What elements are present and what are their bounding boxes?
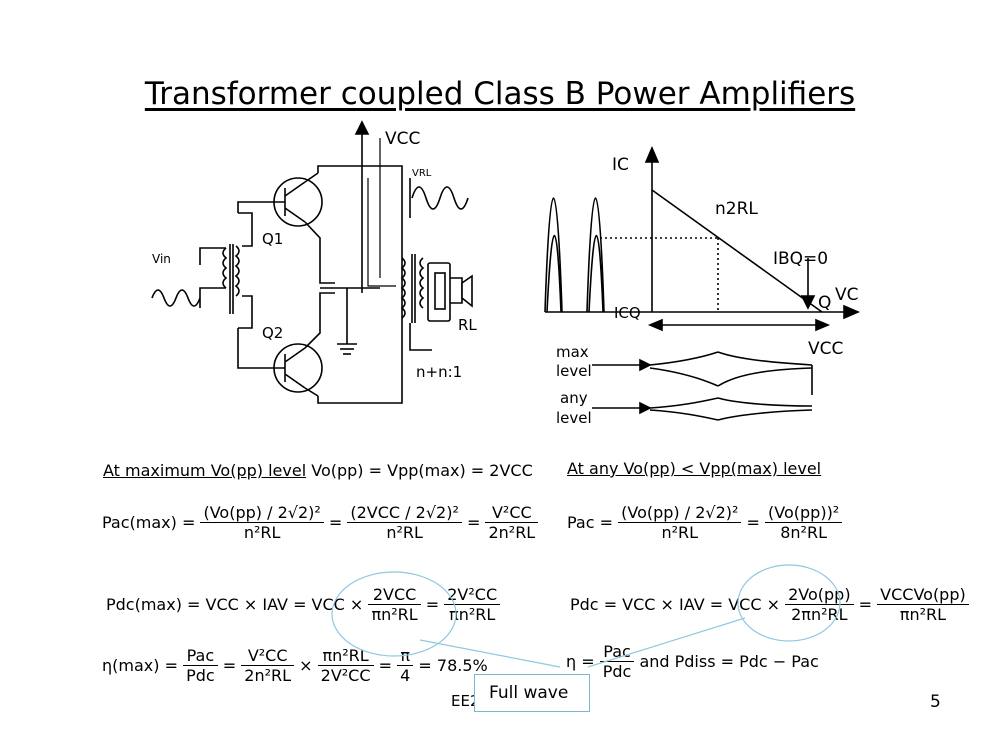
pdc-any-term2-den: πn²RL	[899, 605, 947, 624]
right-header-text: At any Vo(pp) < Vpp(max) level	[567, 459, 822, 478]
page-number: 5	[930, 692, 941, 712]
q2-label: Q2	[262, 324, 283, 342]
icq-label: ICQ	[614, 304, 641, 322]
left-header-text: At maximum Vo(pp) level	[103, 461, 307, 480]
pac-max-lhs: Pac(max) =	[102, 513, 196, 532]
pac-any-term2-num: (Vo(pp))²	[765, 503, 843, 523]
slide-title: Transformer coupled Class B Power Amplif…	[144, 76, 856, 112]
vcc-label: VCC	[385, 129, 420, 149]
vce-axis-label: VCE	[835, 285, 860, 305]
any-label-1: any	[560, 389, 588, 407]
pac-max-term3-num: V²CC	[485, 503, 539, 523]
full-wave-callout: Full wave	[474, 674, 590, 712]
pac-max-term2-num: (2VCC / 2√2)²	[347, 503, 462, 523]
n2rl-label: n2RL	[715, 199, 758, 219]
eta-max-term1-den: Pdc	[186, 666, 215, 685]
eta-max-term3-den: 2V²CC	[320, 666, 371, 685]
pac-any-term1-num: (Vo(pp) / 2√2)²	[618, 503, 742, 523]
q1-label: Q1	[262, 230, 283, 248]
pdc-any-term1-den: 2πn²RL	[791, 605, 848, 624]
eta-max-term4-num: π	[397, 646, 414, 666]
eta-max-term1-num: Pac	[183, 646, 218, 666]
q-point-label: Q	[818, 293, 831, 313]
pdc-any-term1-num: 2Vo(pp)	[785, 585, 854, 605]
pac-max-term2-den: n²RL	[386, 523, 423, 542]
pac-any-lhs: Pac =	[567, 513, 614, 532]
eta-any-term1-num: Pac	[599, 642, 635, 662]
eta-max-result: = 78.5%	[418, 656, 488, 675]
pdc-any-term2-num: VCCVo(pp)	[877, 585, 969, 605]
pac-any-term1-den: n²RL	[661, 523, 699, 542]
left-section-header: At maximum Vo(pp) level Vo(pp) = Vpp(max…	[103, 461, 533, 480]
eta-max-lhs: η(max) =	[102, 656, 178, 675]
vcc-swing-label: VCC	[808, 339, 843, 359]
eta-any-term1-den: Pdc	[602, 662, 632, 681]
rl-label: RL	[458, 316, 477, 334]
turns-ratio-label: n+n:1	[416, 363, 462, 381]
left-header-equation: Vo(pp) = Vpp(max) = 2VCC	[311, 461, 533, 480]
eta-max-term2-num: V²CC	[241, 646, 295, 666]
pac-any-term2-den: 8n²RL	[780, 523, 827, 542]
eta-any-rest: and Pdiss = Pdc − Pac	[639, 652, 819, 671]
right-section-header: At any Vo(pp) < Vpp(max) level	[567, 459, 821, 478]
load-line-diagram: IC n2RL IBQ=0 Q VCE ICQ VCC max level an…	[544, 145, 860, 427]
any-label-2: level	[556, 409, 592, 427]
pdc-any-lhs: Pdc = VCC × IAV = VCC ×	[570, 595, 780, 614]
eta-any-lhs: η =	[566, 652, 595, 671]
push-pull-circuit-diagram: VCC VRL Vin Q1 Q2 RL n+n:1	[151, 120, 477, 404]
max-label-2: level	[556, 362, 592, 380]
pac-max-term1-den: n²RL	[243, 523, 281, 542]
eta-max-term4-den: 4	[400, 666, 411, 685]
pac-max-term3-den: 2n²RL	[488, 523, 536, 542]
ic-axis-label: IC	[612, 155, 629, 175]
pdc-max-lhs: Pdc(max) = VCC × IAV = VCC ×	[106, 595, 364, 614]
pdc-max-term2-den: πn²RL	[449, 605, 496, 624]
eta-max-term2-den: 2n²RL	[244, 666, 292, 685]
eta-max-term3-num: πn²RL	[317, 646, 374, 666]
pdc-max-term1-den: πn²RL	[371, 605, 418, 624]
pdc-max-term2-num: 2V²CC	[444, 585, 501, 605]
pac-max-term1-num: (Vo(pp) / 2√2)²	[200, 503, 324, 523]
pdc-max-term1-num: 2VCC	[368, 585, 421, 605]
vin-label: Vin	[152, 252, 171, 266]
max-label-1: max	[556, 343, 589, 361]
vrl-label: VRL	[412, 168, 432, 179]
ibq-label: IBQ=0	[773, 249, 828, 269]
pdc-any-equation: Pdc = VCC × IAV = VCC × 2Vo(pp)2πn²RL = …	[570, 585, 969, 624]
